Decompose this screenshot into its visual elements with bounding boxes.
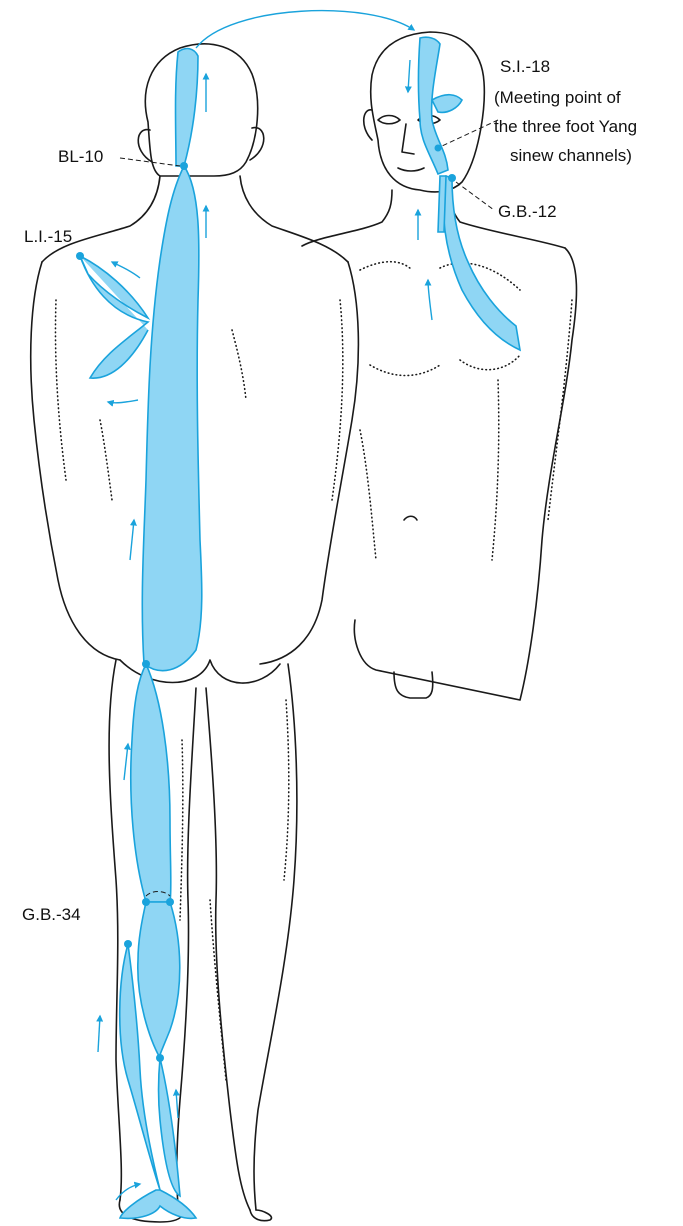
- point-lower-leg: [156, 1054, 164, 1062]
- point-knee-medial: [142, 898, 150, 906]
- label-si18-line2: (Meeting point of: [494, 88, 621, 107]
- arrow-arm-return: [108, 400, 138, 403]
- sinew-lower-leg-strands: [159, 1058, 181, 1196]
- label-si18-line4: sinew channels): [510, 146, 632, 165]
- front-torso-outline: [354, 248, 576, 700]
- back-head-outline: [145, 44, 257, 176]
- arrow-head-crossover: [196, 11, 414, 48]
- arrow-flank-up: [130, 520, 134, 560]
- leader-bl10: [120, 158, 180, 166]
- front-torso-shading: [360, 300, 572, 560]
- arrow-lateral-leg-up: [98, 1016, 100, 1052]
- arrow-chest-up: [428, 280, 432, 320]
- acupoints: [76, 145, 456, 1063]
- sinew-head-strip: [176, 49, 199, 166]
- arrow-thigh-up: [124, 744, 128, 780]
- sinew-thigh-band: [131, 664, 171, 902]
- sinew-spine-band: [142, 166, 202, 671]
- front-nose: [402, 124, 414, 154]
- back-right-foot: [250, 1210, 271, 1221]
- point-knee-lateral: [166, 898, 174, 906]
- point-bl10: [180, 162, 188, 170]
- leader-gb12: [456, 182, 494, 210]
- back-leg-shading: [180, 700, 289, 1080]
- label-bl10: BL-10: [58, 147, 103, 166]
- front-left-ear: [364, 110, 372, 140]
- point-si18: [435, 145, 442, 152]
- label-li15: L.I.-15: [24, 227, 72, 246]
- leader-si18: [442, 120, 498, 146]
- point-gb34: [124, 940, 132, 948]
- back-right-ear: [250, 128, 264, 160]
- label-si18-line3: the three foot Yang: [494, 117, 637, 136]
- arrow-shoulder-up: [112, 262, 140, 278]
- front-left-eye: [378, 116, 400, 124]
- point-gb12: [448, 174, 456, 182]
- front-navel: [404, 516, 417, 520]
- sinew-neck-strand: [438, 176, 446, 232]
- sinew-foot-fan: [120, 1190, 196, 1218]
- arrow-face-down: [408, 60, 410, 92]
- labels: S.I.-18 (Meeting point of the three foot…: [22, 57, 637, 924]
- label-gb34: G.B.-34: [22, 905, 81, 924]
- sinew-calf-band: [138, 902, 180, 1058]
- label-gb12: G.B.-12: [498, 202, 557, 221]
- point-buttock-crease: [142, 660, 150, 668]
- back-right-leg: [206, 664, 297, 1210]
- front-groin: [394, 672, 433, 698]
- label-si18-line1: S.I.-18: [500, 57, 550, 76]
- front-mouth: [398, 168, 424, 171]
- sinew-shoulder-lobe: [80, 256, 148, 378]
- arrow-calf-up: [176, 1090, 178, 1118]
- point-li15: [76, 252, 84, 260]
- sinew-cheek-patch: [432, 95, 462, 113]
- sinew-channel: [80, 37, 520, 1218]
